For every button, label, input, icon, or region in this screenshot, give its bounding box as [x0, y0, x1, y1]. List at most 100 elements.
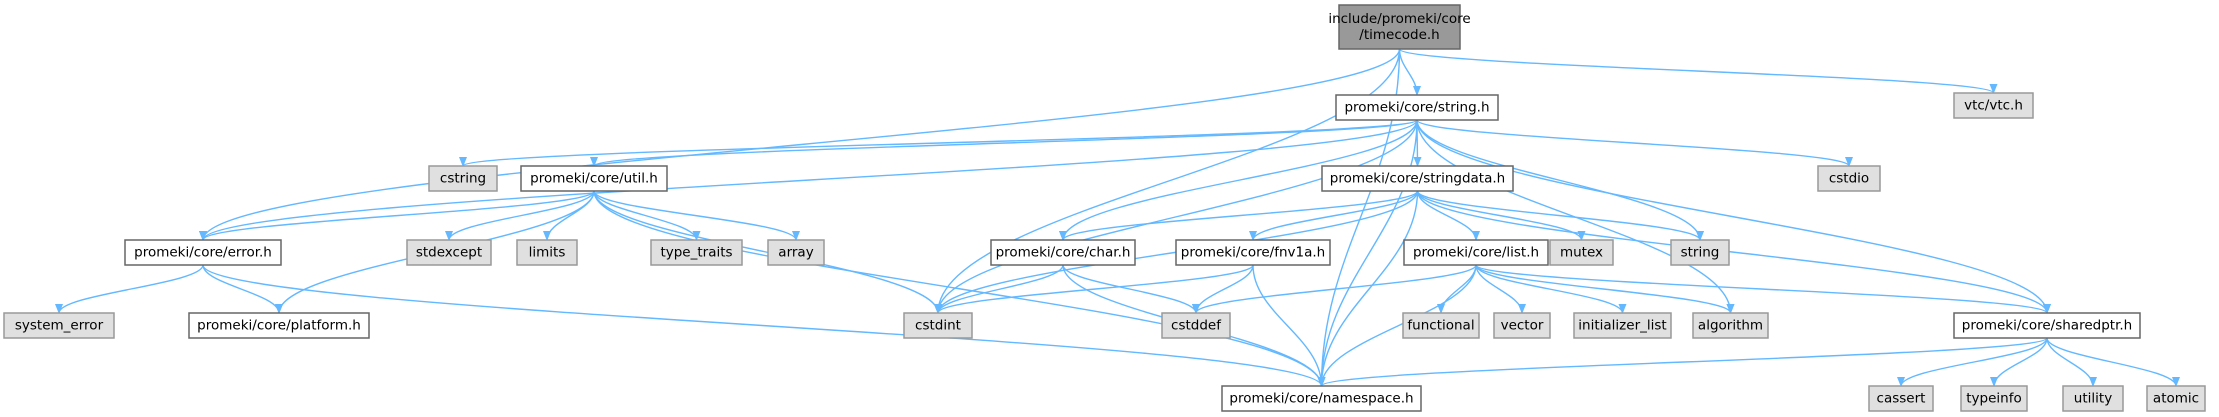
- node-label: stdexcept: [416, 245, 482, 261]
- node-label: promeki/core/stringdata.h: [1330, 171, 1505, 187]
- node-list-h[interactable]: promeki/core/list.h: [1403, 239, 1549, 266]
- node-cstdio: cstdio: [1817, 165, 1881, 192]
- edge-list_h-to-sharedptr: [1475, 264, 2051, 314]
- node-label: cassert: [1877, 391, 1926, 407]
- node-box: [1321, 165, 1514, 192]
- edge-string_h-to-util: [590, 119, 1418, 167]
- node-box: [1403, 239, 1549, 266]
- edge-util-to-array: [593, 190, 800, 241]
- node-box: [428, 165, 498, 192]
- edge-list_h-to-cstddef: [1192, 264, 1477, 314]
- node-functional: functional: [1402, 312, 1480, 339]
- node-label: cstdio: [1829, 171, 1869, 187]
- node-atomic: atomic: [2146, 385, 2206, 412]
- edge-fnv1a-to-cstddef: [1192, 264, 1254, 314]
- edge-error-to-platform: [202, 264, 283, 314]
- node-box: [1493, 312, 1551, 339]
- edge-sharedptr-to-utility: [2046, 337, 2097, 387]
- node-label: promeki/core/char.h: [996, 245, 1131, 261]
- node-system-error: system_error: [3, 312, 115, 339]
- node-box: [2062, 385, 2124, 412]
- node-error[interactable]: promeki/core/error.h: [124, 239, 282, 266]
- node-char-h[interactable]: promeki/core/char.h: [990, 239, 1136, 266]
- edge-stringdata-to-string_std: [1416, 190, 1704, 241]
- node-box: [1953, 312, 2141, 339]
- edge-list_h-to-vector: [1475, 264, 1526, 314]
- node-initializer-list: initializer_list: [1573, 312, 1672, 339]
- node-label: cstring: [440, 171, 486, 187]
- edge-util-to-error: [199, 190, 595, 241]
- edge-list_h-to-namespace: [1317, 264, 1477, 387]
- edge-string_h-to-error: [199, 119, 1418, 241]
- edge-util-to-type_traits: [593, 190, 701, 241]
- node-label: promeki/core/util.h: [530, 171, 658, 187]
- node-label: vtc/vtc.h: [1964, 98, 2023, 114]
- node-box: [1817, 165, 1881, 192]
- node-label: array: [778, 245, 813, 261]
- node-vector: vector: [1493, 312, 1551, 339]
- node-fnv1a[interactable]: promeki/core/fnv1a.h: [1175, 239, 1331, 266]
- edge-string_h-to-cstdio: [1416, 119, 1853, 167]
- node-label: string: [1681, 245, 1720, 261]
- node-array: array: [767, 239, 825, 266]
- node-box: [516, 239, 578, 266]
- node-label: initializer_list: [1578, 318, 1666, 334]
- node-box: [1402, 312, 1480, 339]
- node-box: [1175, 239, 1331, 266]
- node-cstdint: cstdint: [903, 312, 973, 339]
- node-platform[interactable]: promeki/core/platform.h: [188, 312, 370, 339]
- node-box: [3, 312, 115, 339]
- node-label: algorithm: [1698, 318, 1763, 334]
- node-cassert: cassert: [1868, 385, 1934, 412]
- node-type-traits: type_traits: [650, 239, 743, 266]
- edges-layer: [55, 48, 2180, 387]
- edge-sharedptr-to-atomic: [2046, 337, 2180, 387]
- node-util[interactable]: promeki/core/util.h: [520, 165, 668, 192]
- node-label: system_error: [15, 318, 104, 334]
- node-box: [1953, 92, 2034, 119]
- node-algorithm: algorithm: [1692, 312, 1769, 339]
- node-label: promeki/core/sharedptr.h: [1962, 318, 2132, 334]
- edge-string_h-to-namespace: [1317, 119, 1418, 387]
- node-box: [124, 239, 282, 266]
- node-box: [1161, 312, 1231, 339]
- node-box: [2146, 385, 2206, 412]
- node-box: [767, 239, 825, 266]
- node-label: promeki/core/string.h: [1344, 100, 1489, 116]
- edge-timecode-to-error: [199, 48, 1401, 241]
- edge-fnv1a-to-namespace: [1252, 264, 1326, 387]
- node-stringdata[interactable]: promeki/core/stringdata.h: [1321, 165, 1514, 192]
- edge-sharedptr-to-typeinfo: [1990, 337, 2048, 387]
- edge-list_h-to-initializer_list: [1475, 264, 1627, 314]
- edge-util-to-stdexcept: [445, 190, 595, 241]
- edge-timecode-to-string_h: [1398, 48, 1421, 96]
- edge-error-to-namespace: [202, 264, 1326, 387]
- edge-string_h-to-string_std: [1416, 119, 1704, 241]
- edge-stringdata-to-mutex: [1416, 190, 1586, 241]
- node-label: cstdint: [915, 318, 961, 334]
- node-box: [406, 239, 492, 266]
- node-label: atomic: [2153, 391, 2199, 407]
- node-box: [903, 312, 973, 339]
- node-label: typeinfo: [1966, 391, 2021, 407]
- edge-timecode-to-cstdint: [934, 48, 1401, 314]
- edge-stringdata-to-char_h: [1059, 190, 1419, 241]
- node-label: type_traits: [660, 245, 732, 261]
- edge-list_h-to-algorithm: [1475, 264, 1735, 314]
- node-string-h[interactable]: promeki/core/string.h: [1335, 94, 1499, 121]
- edge-timecode-to-vtc: [1398, 48, 1998, 94]
- node-label: include/promeki/core: [1328, 11, 1470, 27]
- edge-sharedptr-to-cassert: [1897, 337, 2048, 387]
- edge-stringdata-to-list_h: [1416, 190, 1480, 241]
- edge-char_h-to-cstdint: [934, 264, 1064, 314]
- edge-error-to-system_error: [55, 264, 204, 314]
- node-box: [1670, 239, 1730, 266]
- edge-char_h-to-cstddef: [1062, 264, 1200, 314]
- node-box: [1868, 385, 1934, 412]
- node-namespace[interactable]: promeki/core/namespace.h: [1221, 385, 1422, 412]
- node-timecode[interactable]: include/promeki/core/timecode.h: [1328, 4, 1471, 50]
- node-sharedptr[interactable]: promeki/core/sharedptr.h: [1953, 312, 2141, 339]
- edge-stringdata-to-namespace: [1317, 190, 1419, 387]
- node-cstring: cstring: [428, 165, 498, 192]
